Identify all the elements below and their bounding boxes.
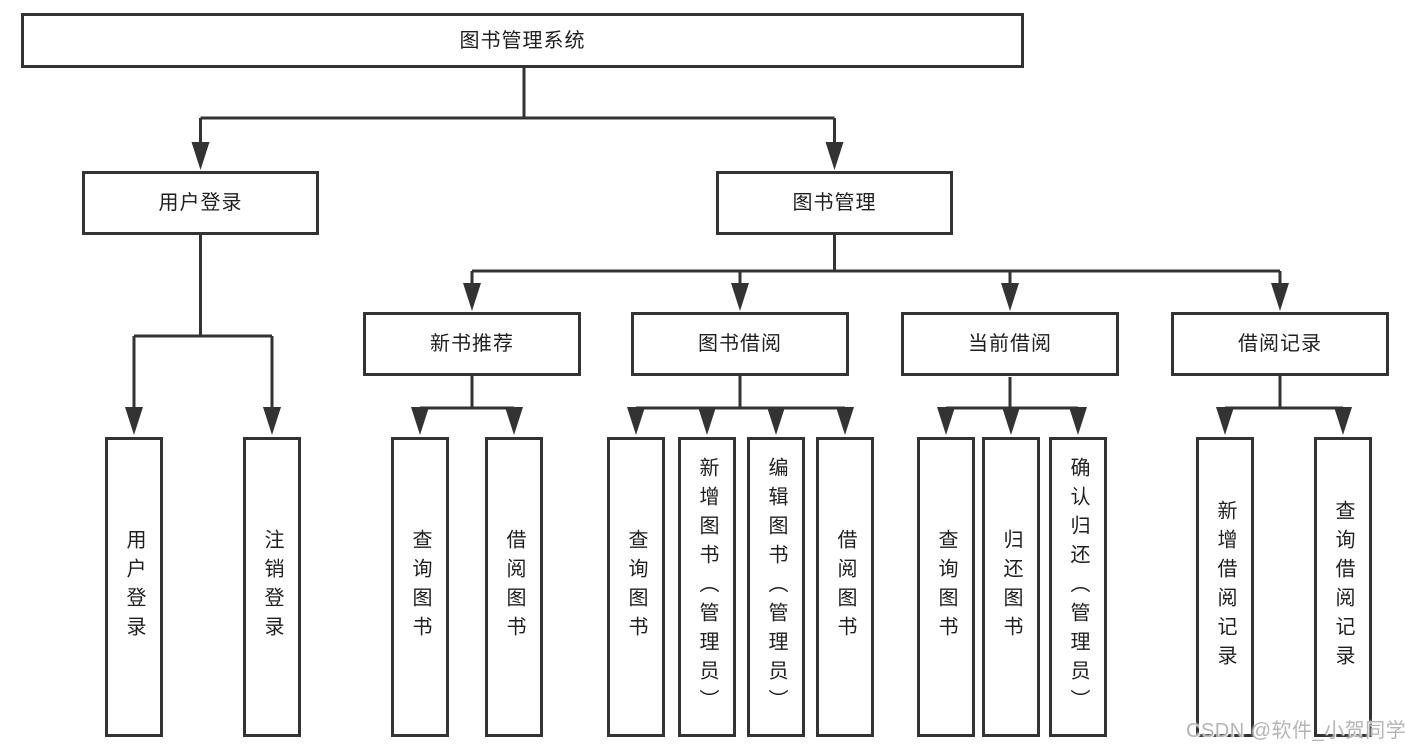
- leaf-query-borrow-record-label: 查询借阅记录: [1332, 500, 1354, 674]
- leaf-add-borrow-record: 新增借阅记录: [1196, 437, 1254, 737]
- leaf-recommend-query-books: 查询图书: [391, 437, 449, 737]
- leaf-user-login: 用户登录: [105, 437, 163, 737]
- leaf-edit-book-admin: 编辑图书（管理员）: [747, 437, 805, 737]
- connector-lines: [1223, 376, 1345, 411]
- node-book-management-label: 图书管理: [792, 192, 877, 214]
- leaf-borrow-query-books-label: 查询图书: [625, 529, 647, 645]
- connector-management-to-level3: [463, 235, 1289, 311]
- arrowhead-book-borrow: [731, 283, 749, 311]
- arrowhead-leaf-query-books-3: [937, 407, 955, 435]
- leaf-confirm-return-admin-label: 确认归还（管理员）: [1067, 456, 1089, 718]
- arrowhead-leaf-add-book: [698, 407, 716, 435]
- connector-current-to-leaves: [937, 377, 1087, 435]
- connector-lines: [418, 376, 516, 411]
- node-library-system: 图书管理系统: [21, 13, 1024, 68]
- connector-lines: [132, 235, 274, 410]
- leaf-add-borrow-record-label: 新增借阅记录: [1214, 500, 1236, 674]
- leaf-return-book: 归还图书: [982, 437, 1040, 737]
- connector-root-to-level2: [191, 68, 844, 170]
- leaf-confirm-return-admin: 确认归还（管理员）: [1049, 437, 1107, 737]
- arrowhead-leaf-user-login: [125, 407, 143, 435]
- arrowhead-leaf-return-book: [1002, 407, 1020, 435]
- arrowhead-leaf-confirm-return: [1069, 407, 1087, 435]
- leaf-add-book-admin-label: 新增图书（管理员）: [696, 456, 718, 718]
- leaf-recommend-query-books-label: 查询图书: [409, 529, 431, 645]
- leaf-recommend-borrow-books: 借阅图书: [485, 437, 543, 737]
- node-book-borrow-label: 图书借阅: [698, 333, 782, 355]
- connector-lines: [470, 235, 1282, 286]
- arrowhead-current-borrow: [1001, 283, 1019, 311]
- connector-lines: [944, 377, 1080, 411]
- arrowhead-new-book-recommend: [463, 283, 481, 311]
- connector-recommend-to-leaves: [411, 376, 523, 435]
- leaf-return-book-label: 归还图书: [1000, 529, 1022, 645]
- arrowhead-borrow-records: [1271, 283, 1289, 311]
- node-borrow-records: 借阅记录: [1171, 312, 1389, 376]
- node-user-login-label: 用户登录: [158, 192, 243, 214]
- connector-userlogin-to-leaves: [125, 235, 281, 435]
- connector-records-to-leaves: [1216, 376, 1352, 435]
- arrowhead-leaf-borrow-books-1: [505, 407, 523, 435]
- leaf-query-borrow-record: 查询借阅记录: [1314, 437, 1372, 737]
- node-current-borrow-label: 当前借阅: [968, 333, 1052, 355]
- arrowhead-leaf-logout: [263, 407, 281, 435]
- connector-lines: [199, 68, 836, 146]
- arrowhead-leaf-query-record: [1334, 407, 1352, 435]
- watermark: CSDN @软件_小贺同学: [1186, 720, 1405, 742]
- node-borrow-records-label: 借阅记录: [1238, 333, 1322, 355]
- leaf-recommend-borrow-books-label: 借阅图书: [503, 529, 525, 645]
- leaf-edit-book-admin-label: 编辑图书（管理员）: [765, 456, 787, 718]
- node-user-login: 用户登录: [82, 171, 319, 235]
- leaf-add-book-admin: 新增图书（管理员）: [678, 437, 736, 737]
- arrowhead-leaf-query-books-1: [411, 407, 429, 435]
- node-new-book-recommend-label: 新书推荐: [430, 333, 514, 355]
- leaf-user-login-label: 用户登录: [123, 529, 145, 645]
- leaf-current-query-books: 查询图书: [917, 437, 975, 737]
- leaf-logout-label: 注销登录: [261, 529, 283, 645]
- node-library-system-label: 图书管理系统: [459, 29, 586, 52]
- arrowhead-leaf-borrow-books-2: [836, 407, 854, 435]
- arrowhead-leaf-query-books-2: [627, 407, 645, 435]
- node-book-management: 图书管理: [716, 171, 953, 235]
- connector-borrow-to-leaves: [627, 376, 854, 435]
- leaf-logout: 注销登录: [243, 437, 301, 737]
- node-book-borrow: 图书借阅: [631, 312, 849, 376]
- leaf-current-query-books-label: 查询图书: [935, 529, 957, 645]
- node-new-book-recommend: 新书推荐: [363, 312, 581, 376]
- connector-lines: [634, 376, 847, 411]
- arrowhead-book-management: [825, 142, 844, 170]
- leaf-borrow-borrow-books: 借阅图书: [816, 437, 874, 737]
- leaf-borrow-query-books: 查询图书: [607, 437, 665, 737]
- leaf-borrow-borrow-books-label: 借阅图书: [834, 529, 856, 645]
- arrowhead-leaf-edit-book: [767, 407, 785, 435]
- node-current-borrow: 当前借阅: [901, 312, 1119, 376]
- arrowhead-leaf-add-record: [1216, 407, 1234, 435]
- arrowhead-user-login: [191, 142, 210, 170]
